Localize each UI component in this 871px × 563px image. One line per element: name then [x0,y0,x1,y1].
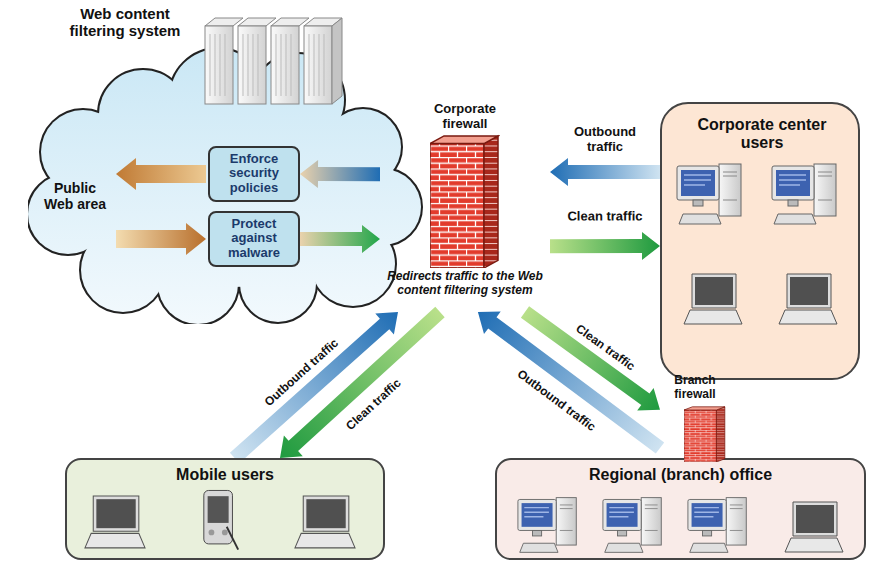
desktop-icon [518,498,576,553]
node-title: Web content filtering system [55,5,195,40]
traffic-arrow [550,232,660,260]
process-box: Protect against malware [208,211,300,268]
cloud-region: Web content filtering systemPublic Web a… [28,2,438,324]
node-title: Mobile users [67,466,383,484]
laptop-icon [785,502,843,552]
desktop-icon [688,498,746,553]
node-title: Protect against malware [214,217,294,262]
user-group-box: Corporate center users [660,102,860,380]
node-title: Regional (branch) office [497,466,864,484]
node-title: Enforce security policies [214,152,294,197]
traffic-arrow [478,312,664,454]
node-title: Corporate center users [697,116,827,153]
brick-wall-icon [430,134,500,268]
laptop-icon [684,274,742,324]
server-rack [205,18,342,104]
edge-label: Outbound traffic [559,125,651,155]
firewall-node: Corporate firewallRedirects traffic to t… [380,100,550,312]
node-title: Branch firewall [660,374,730,402]
desktop-icon [603,498,661,553]
traffic-arrow [550,158,660,186]
brick-wall-icon [684,406,726,462]
laptop-icon [779,274,837,324]
edge-label: Clean traffic [559,210,651,225]
process-box: Enforce security policies [208,146,300,203]
traffic-arrow [280,307,445,458]
node-caption: Public Web area [44,180,106,212]
desktop-icon [677,164,741,224]
branch-firewall: Branch firewall [660,372,730,462]
node-caption: Redirects traffic to the Web content fil… [380,270,550,298]
traffic-arrow [230,312,398,463]
node-title: Corporate firewall [420,102,510,132]
laptop-icon [85,496,145,548]
pda-icon [204,490,238,549]
laptop-icon [295,496,355,548]
desktop-icon [772,164,836,224]
